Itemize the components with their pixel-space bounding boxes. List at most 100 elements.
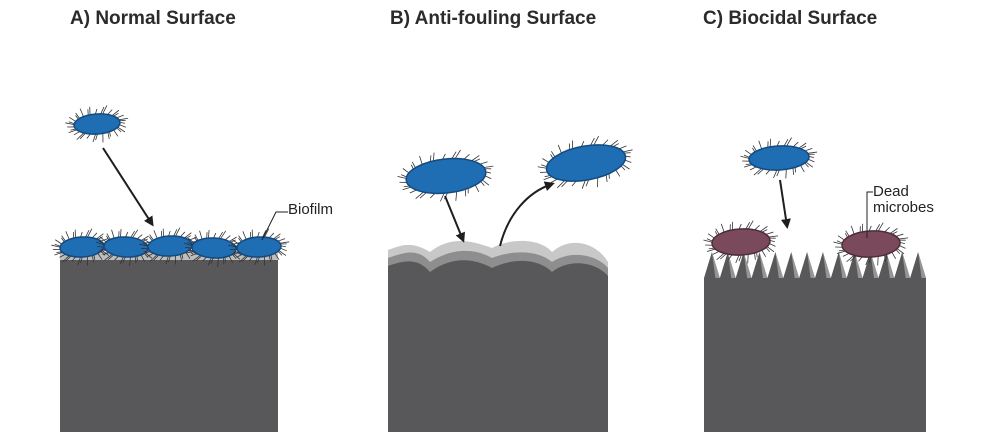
cilium xyxy=(738,254,742,262)
cilium xyxy=(119,119,126,121)
cilium xyxy=(846,254,855,263)
microbe-body xyxy=(405,157,487,195)
cilium xyxy=(720,223,725,233)
cilium xyxy=(120,229,122,238)
cilium xyxy=(100,106,105,115)
cilium xyxy=(168,255,171,263)
cilium xyxy=(238,235,243,242)
cilium xyxy=(581,180,586,189)
cilium xyxy=(99,236,107,243)
cilium xyxy=(202,256,207,262)
cilium xyxy=(280,245,287,248)
cilium xyxy=(89,106,91,115)
cilium xyxy=(728,254,733,260)
cilium xyxy=(236,253,243,258)
cilium xyxy=(61,255,70,263)
cilium xyxy=(279,241,290,244)
cilium xyxy=(129,256,131,267)
cilium xyxy=(113,129,119,137)
spike-highlights xyxy=(711,252,926,278)
cilium xyxy=(706,238,713,242)
cilium xyxy=(805,161,814,168)
cilium xyxy=(119,122,125,124)
cilium xyxy=(210,257,214,264)
cilium xyxy=(217,257,219,268)
cilium xyxy=(142,242,149,246)
cilium xyxy=(571,140,573,149)
cilium xyxy=(140,254,145,262)
cilium xyxy=(175,227,181,237)
cilium xyxy=(581,140,585,147)
cilium xyxy=(242,255,249,262)
cilium xyxy=(91,255,95,263)
cilium xyxy=(742,160,750,162)
cilium xyxy=(69,116,76,122)
cilium xyxy=(165,255,169,265)
cilium xyxy=(752,147,756,153)
cilium xyxy=(568,143,570,150)
cilium xyxy=(765,231,774,235)
cilium xyxy=(116,114,124,119)
cilium xyxy=(102,252,109,256)
cilium xyxy=(277,238,286,242)
cilium xyxy=(836,240,843,244)
cilium xyxy=(537,166,547,169)
repelled-microbe xyxy=(537,135,633,189)
cilium xyxy=(107,132,110,140)
cilium xyxy=(402,186,412,191)
cilium xyxy=(895,233,904,237)
cilium xyxy=(557,180,565,189)
cilium xyxy=(715,228,720,235)
cilium xyxy=(754,252,756,260)
panel-c-title: C) Biocidal Surface xyxy=(703,8,878,29)
cilium xyxy=(55,239,62,245)
cilium xyxy=(735,254,740,264)
cilium xyxy=(765,247,771,253)
cilium xyxy=(111,229,115,239)
cilium xyxy=(411,161,416,168)
cilium xyxy=(807,151,818,154)
cilium xyxy=(220,230,227,239)
cilium xyxy=(92,133,96,143)
cilium xyxy=(585,179,590,187)
cilium xyxy=(884,254,886,262)
cilium xyxy=(73,131,80,136)
cilium xyxy=(419,192,427,199)
cilium xyxy=(153,254,160,261)
cilium xyxy=(107,109,113,115)
cilium xyxy=(743,164,753,168)
cilium xyxy=(95,241,105,246)
biofilm-microbes xyxy=(51,227,290,268)
cilium xyxy=(419,155,423,165)
panel-b xyxy=(388,135,633,432)
cilium xyxy=(274,253,280,260)
cilium xyxy=(139,243,149,247)
cilium xyxy=(224,235,231,241)
cilium xyxy=(251,229,253,238)
cilium xyxy=(622,164,630,170)
cilium xyxy=(117,126,126,133)
cilium xyxy=(264,228,270,238)
spike-highlight xyxy=(854,252,863,278)
cilium xyxy=(111,109,120,116)
biocidal-spiked-surface xyxy=(704,252,926,432)
cilium xyxy=(747,254,749,264)
cilium xyxy=(68,129,77,133)
cilium xyxy=(95,133,98,141)
cilium xyxy=(222,257,225,265)
spike-highlight xyxy=(886,252,895,278)
cilium xyxy=(143,238,150,244)
cilium xyxy=(106,235,110,241)
cilium xyxy=(96,233,104,240)
cilium xyxy=(543,176,553,181)
dead-microbes-label: Dead microbes xyxy=(873,184,934,216)
cilium xyxy=(262,230,267,238)
cilium xyxy=(835,246,843,248)
cilium xyxy=(149,234,154,241)
cilium xyxy=(153,230,158,239)
cilium xyxy=(114,255,119,261)
cilium xyxy=(877,256,879,266)
cilium xyxy=(92,232,98,239)
approaching-microbe xyxy=(65,105,129,143)
cilium xyxy=(53,249,61,250)
